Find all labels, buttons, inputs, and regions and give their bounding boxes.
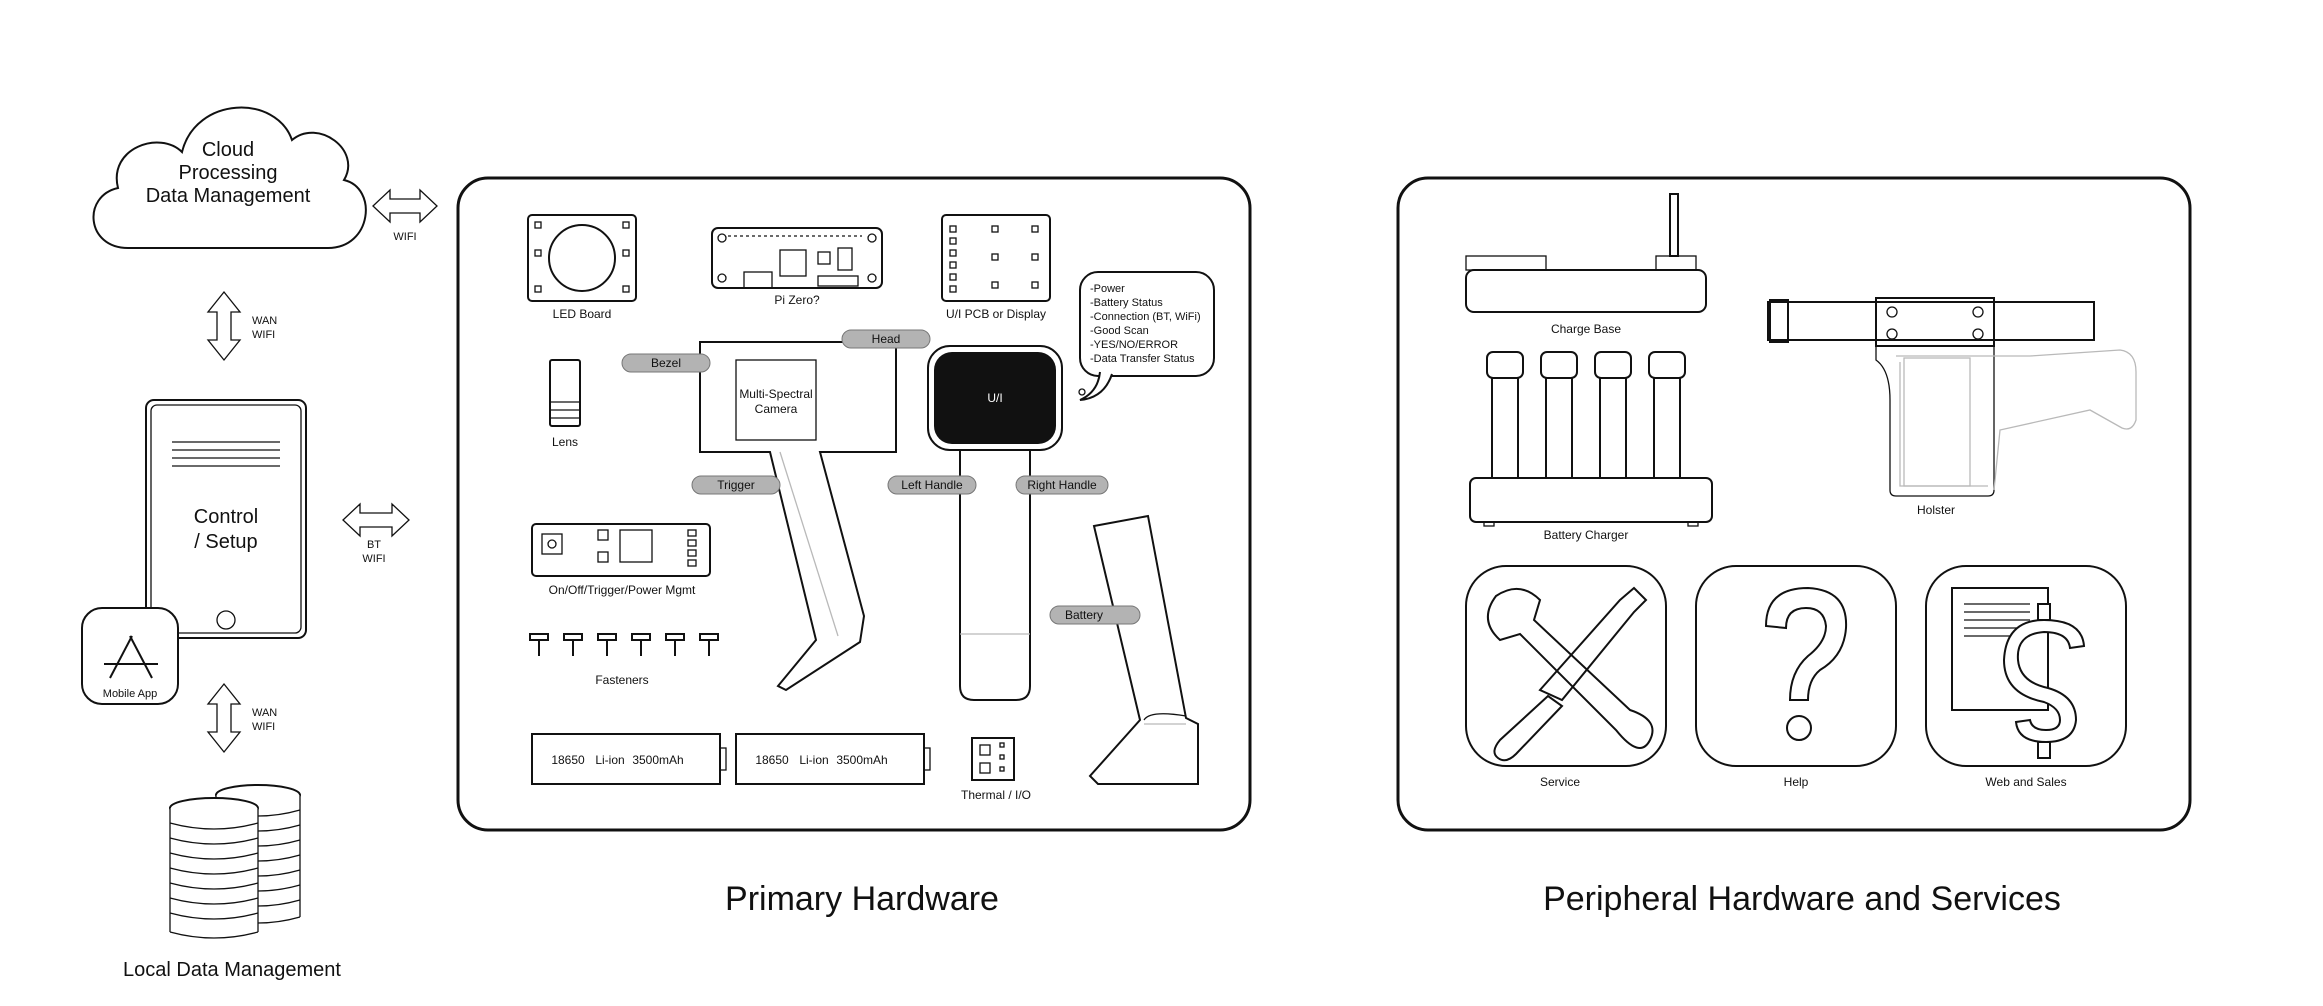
pill-trigger: Trigger [691, 475, 781, 495]
pill-left-handle: Left Handle [887, 475, 977, 495]
status-line-2: -Battery Status [1090, 297, 1163, 309]
double-arrow-icon [342, 502, 410, 538]
tablet-bt-link: BT WIFI [342, 502, 410, 565]
peripheral-panel [1396, 176, 2192, 832]
service-label: Service [1540, 775, 1580, 789]
battery-charger-label: Battery Charger [1544, 528, 1629, 542]
pi-zero: Pi Zero? [711, 227, 883, 307]
battery-cell-2: 18650 Li-ion 3500mAh [735, 733, 931, 785]
ui-pcb-label: U/I PCB or Display [946, 307, 1046, 321]
primary-hardware-title: Primary Hardware [725, 880, 999, 918]
tablet-frame [145, 399, 307, 639]
vertical-double-arrow-icon [206, 682, 242, 754]
holster-label: Holster [1917, 503, 1955, 517]
peripheral-title: Peripheral Hardware and Services [1543, 880, 2061, 918]
wan-link-bottom: WAN WIFI [206, 682, 277, 754]
wan-top-label-1: WAN [252, 315, 277, 327]
camera-label-2: Camera [755, 402, 798, 416]
battery-sleeve [1088, 514, 1199, 785]
cloud-node: Cloud Processing Data Management [92, 106, 367, 249]
tablet-link-label-1: BT [367, 539, 381, 551]
question-mark-icon [1764, 586, 1848, 741]
mobile-app-badge: Mobile App [81, 607, 179, 705]
battery1-size: 18650 [551, 753, 585, 767]
web-sales-label: Web and Sales [1985, 775, 2066, 789]
battery2-size: 18650 [755, 753, 789, 767]
thermal-io-label: Thermal / I/O [961, 788, 1031, 802]
pill-bezel: Bezel [621, 353, 711, 373]
power-mgmt-label: On/Off/Trigger/Power Mgmt [549, 583, 696, 597]
pill-trigger-label: Trigger [717, 478, 755, 492]
status-line-6: -Data Transfer Status [1090, 353, 1195, 365]
battery-charger: Battery Charger [1469, 351, 1713, 542]
scanner-front-view: U/I [927, 345, 1063, 701]
scanner-side-view: Multi-Spectral Camera [699, 341, 897, 692]
cloud-label-2: Processing [179, 162, 278, 184]
led-board-label: LED Board [553, 307, 612, 321]
pill-battery-label: Battery [1065, 608, 1103, 622]
led-board: LED Board [527, 214, 637, 321]
holster: Holster [1767, 297, 2137, 517]
tablet-label-1: Control [194, 506, 258, 528]
thermal-io: Thermal / I/O [961, 737, 1031, 802]
wan-top-label-2: WIFI [252, 329, 275, 341]
wan-bottom-label-2: WIFI [252, 721, 275, 733]
tablet-node: Control / Setup [145, 399, 307, 639]
cloud-link-label: WIFI [393, 231, 416, 243]
battery1-type: Li-ion [595, 753, 624, 767]
local-data-label: Local Data Management [123, 959, 341, 981]
status-line-4: -Good Scan [1090, 325, 1149, 337]
wan-link-top: WAN WIFI [206, 290, 277, 362]
lens-label: Lens [552, 435, 578, 449]
pill-head-label: Head [872, 332, 901, 346]
help-label: Help [1784, 775, 1809, 789]
status-line-5: -YES/NO/ERROR [1090, 339, 1178, 351]
wan-bottom-label-1: WAN [252, 707, 277, 719]
lens: Lens [549, 359, 581, 449]
status-bubble: -Power -Battery Status -Connection (BT, … [1078, 271, 1215, 401]
pill-right-handle: Right Handle [1015, 475, 1109, 495]
pill-bezel-label: Bezel [651, 356, 681, 370]
help-tile[interactable]: Help [1695, 565, 1897, 789]
primary-hardware-panel [456, 176, 1252, 832]
screen-label: U/I [987, 391, 1002, 405]
pill-right-handle-label: Right Handle [1027, 478, 1097, 492]
home-button-icon [216, 610, 236, 630]
ui-pcb: U/I PCB or Display [941, 214, 1051, 321]
pill-head: Head [841, 329, 931, 349]
web-sales-tile[interactable]: Web and Sales [1925, 565, 2127, 789]
double-arrow-icon [372, 188, 438, 224]
pill-left-handle-label: Left Handle [901, 478, 963, 492]
charge-base-label: Charge Base [1551, 322, 1621, 336]
battery1-capacity: 3500mAh [632, 753, 683, 767]
battery-cell-1: 18650 Li-ion 3500mAh [531, 733, 727, 785]
status-line-3: -Connection (BT, WiFi) [1090, 311, 1201, 323]
app-store-icon [104, 635, 158, 679]
tablet-label-2: / Setup [194, 531, 257, 553]
cloud-label-1: Cloud [202, 139, 254, 161]
tablet-link-label-2: WIFI [362, 553, 385, 565]
battery2-capacity: 3500mAh [836, 753, 887, 767]
cloud-wifi-link: WIFI [372, 188, 438, 243]
database-icon [169, 784, 301, 939]
status-line-1: -Power [1090, 283, 1125, 295]
charge-base: Charge Base [1465, 193, 1707, 336]
mobile-app-label: Mobile App [103, 688, 157, 700]
tools-icon [1487, 586, 1654, 762]
vertical-double-arrow-icon [206, 290, 242, 362]
battery2-type: Li-ion [799, 753, 828, 767]
dollar-document-icon [1951, 587, 2086, 759]
cloud-label-3: Data Management [146, 185, 311, 207]
fasteners: Fasteners [529, 633, 719, 687]
pi-zero-label: Pi Zero? [774, 293, 820, 307]
power-mgmt-board: On/Off/Trigger/Power Mgmt [531, 523, 711, 597]
pill-battery: Battery [1049, 605, 1141, 625]
service-tile[interactable]: Service [1465, 565, 1667, 789]
camera-label-1: Multi-Spectral [739, 387, 812, 401]
fasteners-label: Fasteners [595, 673, 648, 687]
cloud-icon [92, 106, 367, 249]
